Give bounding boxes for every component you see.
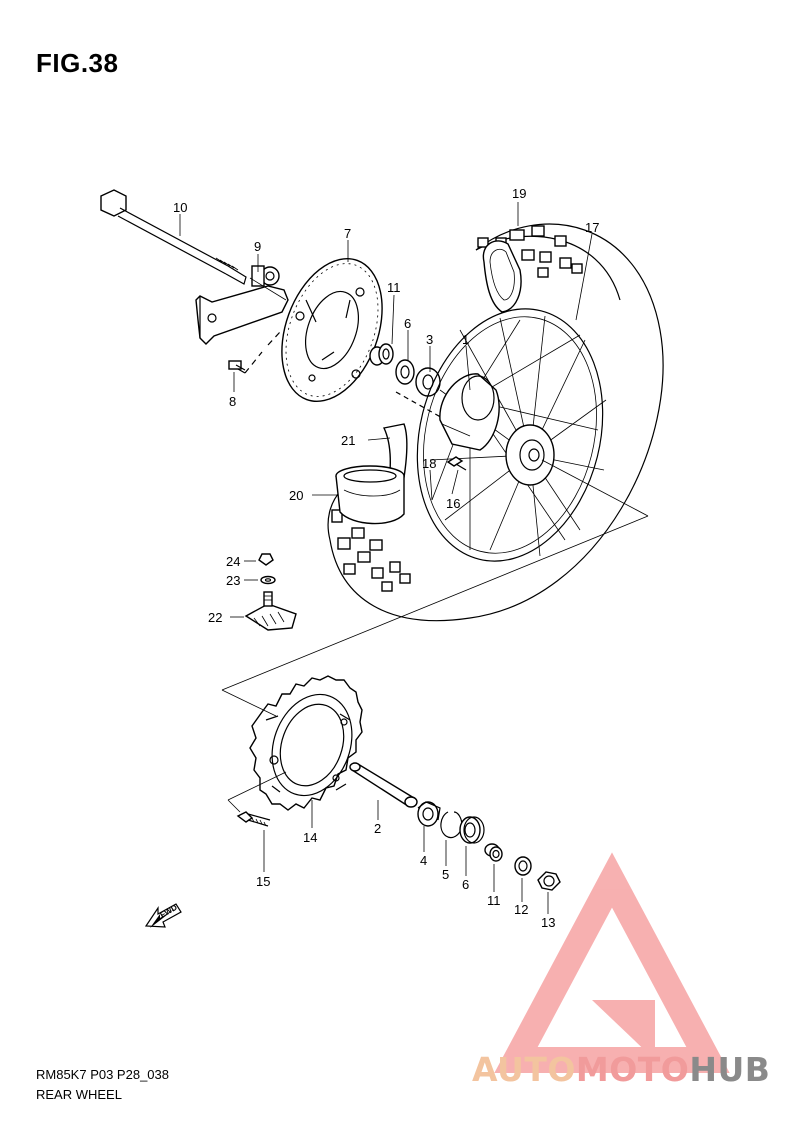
callout-12: 12 [514,902,528,917]
callout-21: 21 [341,433,355,448]
callout-24: 24 [226,554,240,569]
tube-part [335,465,405,525]
watermark-part-hub: HUB [689,1050,771,1089]
callout-7: 7 [344,226,351,241]
chain-adjuster-part [195,265,289,345]
bolt-8-part [228,331,281,374]
callout-5: 5 [442,867,449,882]
watermark-part-auto: AUTO [472,1050,576,1089]
spacer-11-upper-part [369,343,394,366]
figure-title: FIG.38 [36,48,119,78]
oil-seal-part [459,816,485,844]
watermark-logo-icon [494,852,730,1073]
callout-11-upper: 11 [387,280,401,295]
callout-2: 2 [374,821,381,836]
callout-14: 14 [303,830,317,845]
fwd-arrow-icon: FWD [144,903,182,928]
callout-6-upper: 6 [404,316,411,331]
callout-17: 17 [585,220,599,235]
sprocket-part [249,675,363,811]
rear-wheel-assembly [327,223,664,622]
callout-3: 3 [426,332,433,347]
washer-part [514,856,532,876]
callout-4: 4 [420,853,427,868]
callout-1: 1 [462,332,469,347]
circlip-part [440,811,463,839]
callout-9: 9 [254,239,261,254]
axle-part [100,189,247,285]
callout-6-lower: 6 [462,877,469,892]
bearing-4-part [417,801,441,827]
spacer-11-lower-part [484,843,503,862]
axle-spacer-part [349,762,418,808]
model-code: RM85K7 P03 P28_038 [36,1067,169,1082]
callout-19: 19 [512,186,526,201]
watermark-part-moto: MOTO [575,1050,690,1089]
rim-lock-part [244,553,297,631]
brake-disc-part [281,258,383,402]
callout-20: 20 [289,488,303,503]
callout-labels: 10 9 7 11 6 3 1 8 19 17 21 20 18 16 24 2… [173,186,599,930]
callout-8: 8 [229,394,236,409]
section-name: REAR WHEEL [36,1087,122,1102]
sprocket-bolt-part [236,811,271,827]
guide-lines [221,277,649,813]
callout-23: 23 [226,573,240,588]
callout-13: 13 [541,915,555,930]
axle-nut-part [537,871,561,891]
watermark-brand-text: AUTOMOTOHUB [472,1050,770,1089]
bearing-upper-part [395,359,447,421]
callout-16: 16 [446,496,460,511]
callout-11-lower: 11 [487,893,501,908]
callout-15: 15 [256,874,270,889]
callout-22: 22 [208,610,222,625]
leader-lines [179,202,593,914]
callout-10: 10 [173,200,187,215]
callout-18: 18 [422,456,436,471]
